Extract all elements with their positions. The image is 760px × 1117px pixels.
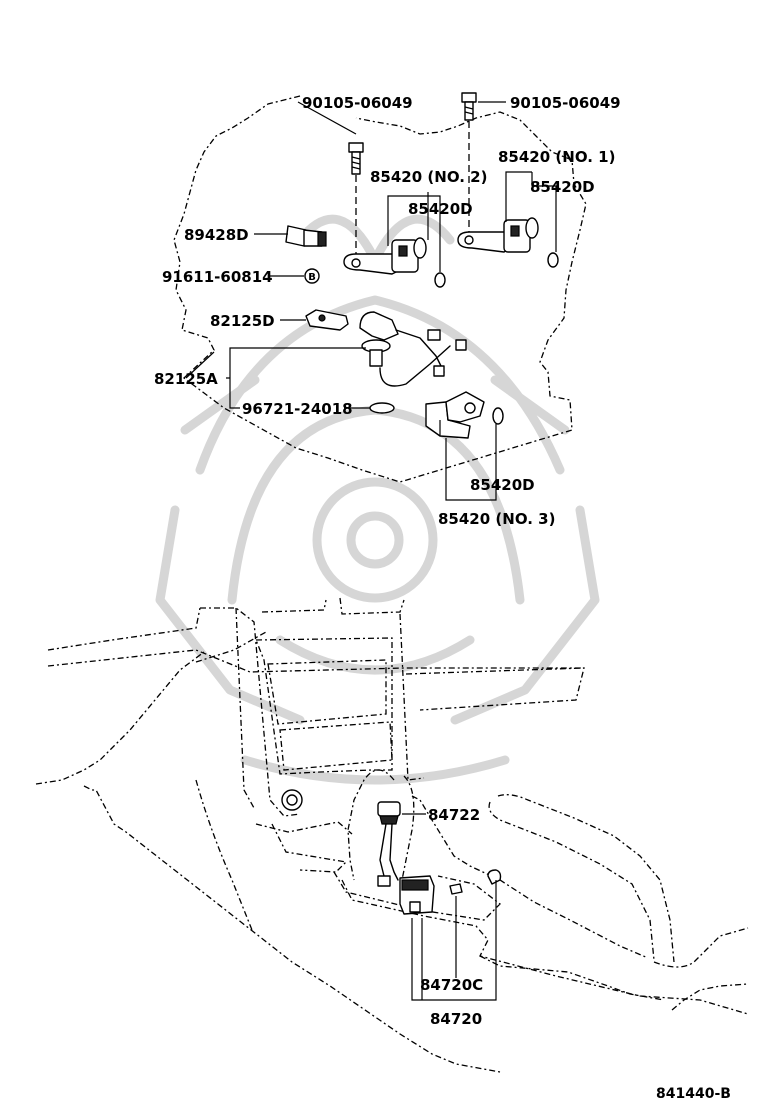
callout-bolt-right: 90105-06049 (510, 94, 621, 112)
callout-lamp: 84722 (428, 806, 480, 824)
center-console-outline (35, 597, 749, 1073)
callout-oring-no3: 85420D (470, 476, 535, 494)
oring-harness-part (369, 402, 395, 414)
leader-lines-top (226, 101, 557, 501)
solenoid-no2-part (343, 237, 427, 275)
bolt-right-part (461, 92, 477, 236)
solenoid-no3-part (425, 391, 485, 439)
clip-part: B (304, 268, 320, 284)
indicator-lamp-part (377, 801, 401, 887)
callout-oring-no1: 85420D (530, 178, 595, 196)
callout-temp-switch: 89428D (184, 226, 249, 244)
callout-sensor-no2: 85420 (NO. 2) (370, 168, 487, 186)
callout-clip: 91611-60814 (162, 268, 273, 286)
callout-pattern-switch: 84720 (430, 1010, 482, 1028)
callout-sensor-no1: 85420 (NO. 1) (498, 148, 615, 166)
callout-bolt-left: 90105-06049 (302, 94, 413, 112)
diagram-id-label: 841440-B (656, 1086, 731, 1102)
oring-no1-part (547, 252, 559, 268)
callout-connector-clamp: 82125D (210, 312, 275, 330)
transmission-case-outline (173, 95, 587, 483)
callout-oring-harness: 96721-24018 (242, 400, 353, 418)
callout-pattern-switch-sub: 84720C (420, 976, 483, 994)
watermark-logo (155, 214, 600, 785)
callout-sensor-no3: 85420 (NO. 3) (438, 510, 555, 528)
temp-switch-part (285, 225, 327, 247)
callout-oring-no2: 85420D (408, 200, 473, 218)
wire-harness-part (359, 311, 467, 387)
bolt-left-part (348, 142, 364, 258)
solenoid-no1-part (457, 217, 539, 253)
leader-lines-bottom (402, 813, 497, 1001)
callout-wire-harness: 82125A (154, 370, 218, 388)
oring-no2-part (434, 272, 446, 288)
clip-marker: B (308, 272, 316, 283)
oring-no3-part (492, 407, 504, 425)
connector-clamp-part (305, 309, 349, 331)
pattern-switch-part (399, 869, 502, 915)
